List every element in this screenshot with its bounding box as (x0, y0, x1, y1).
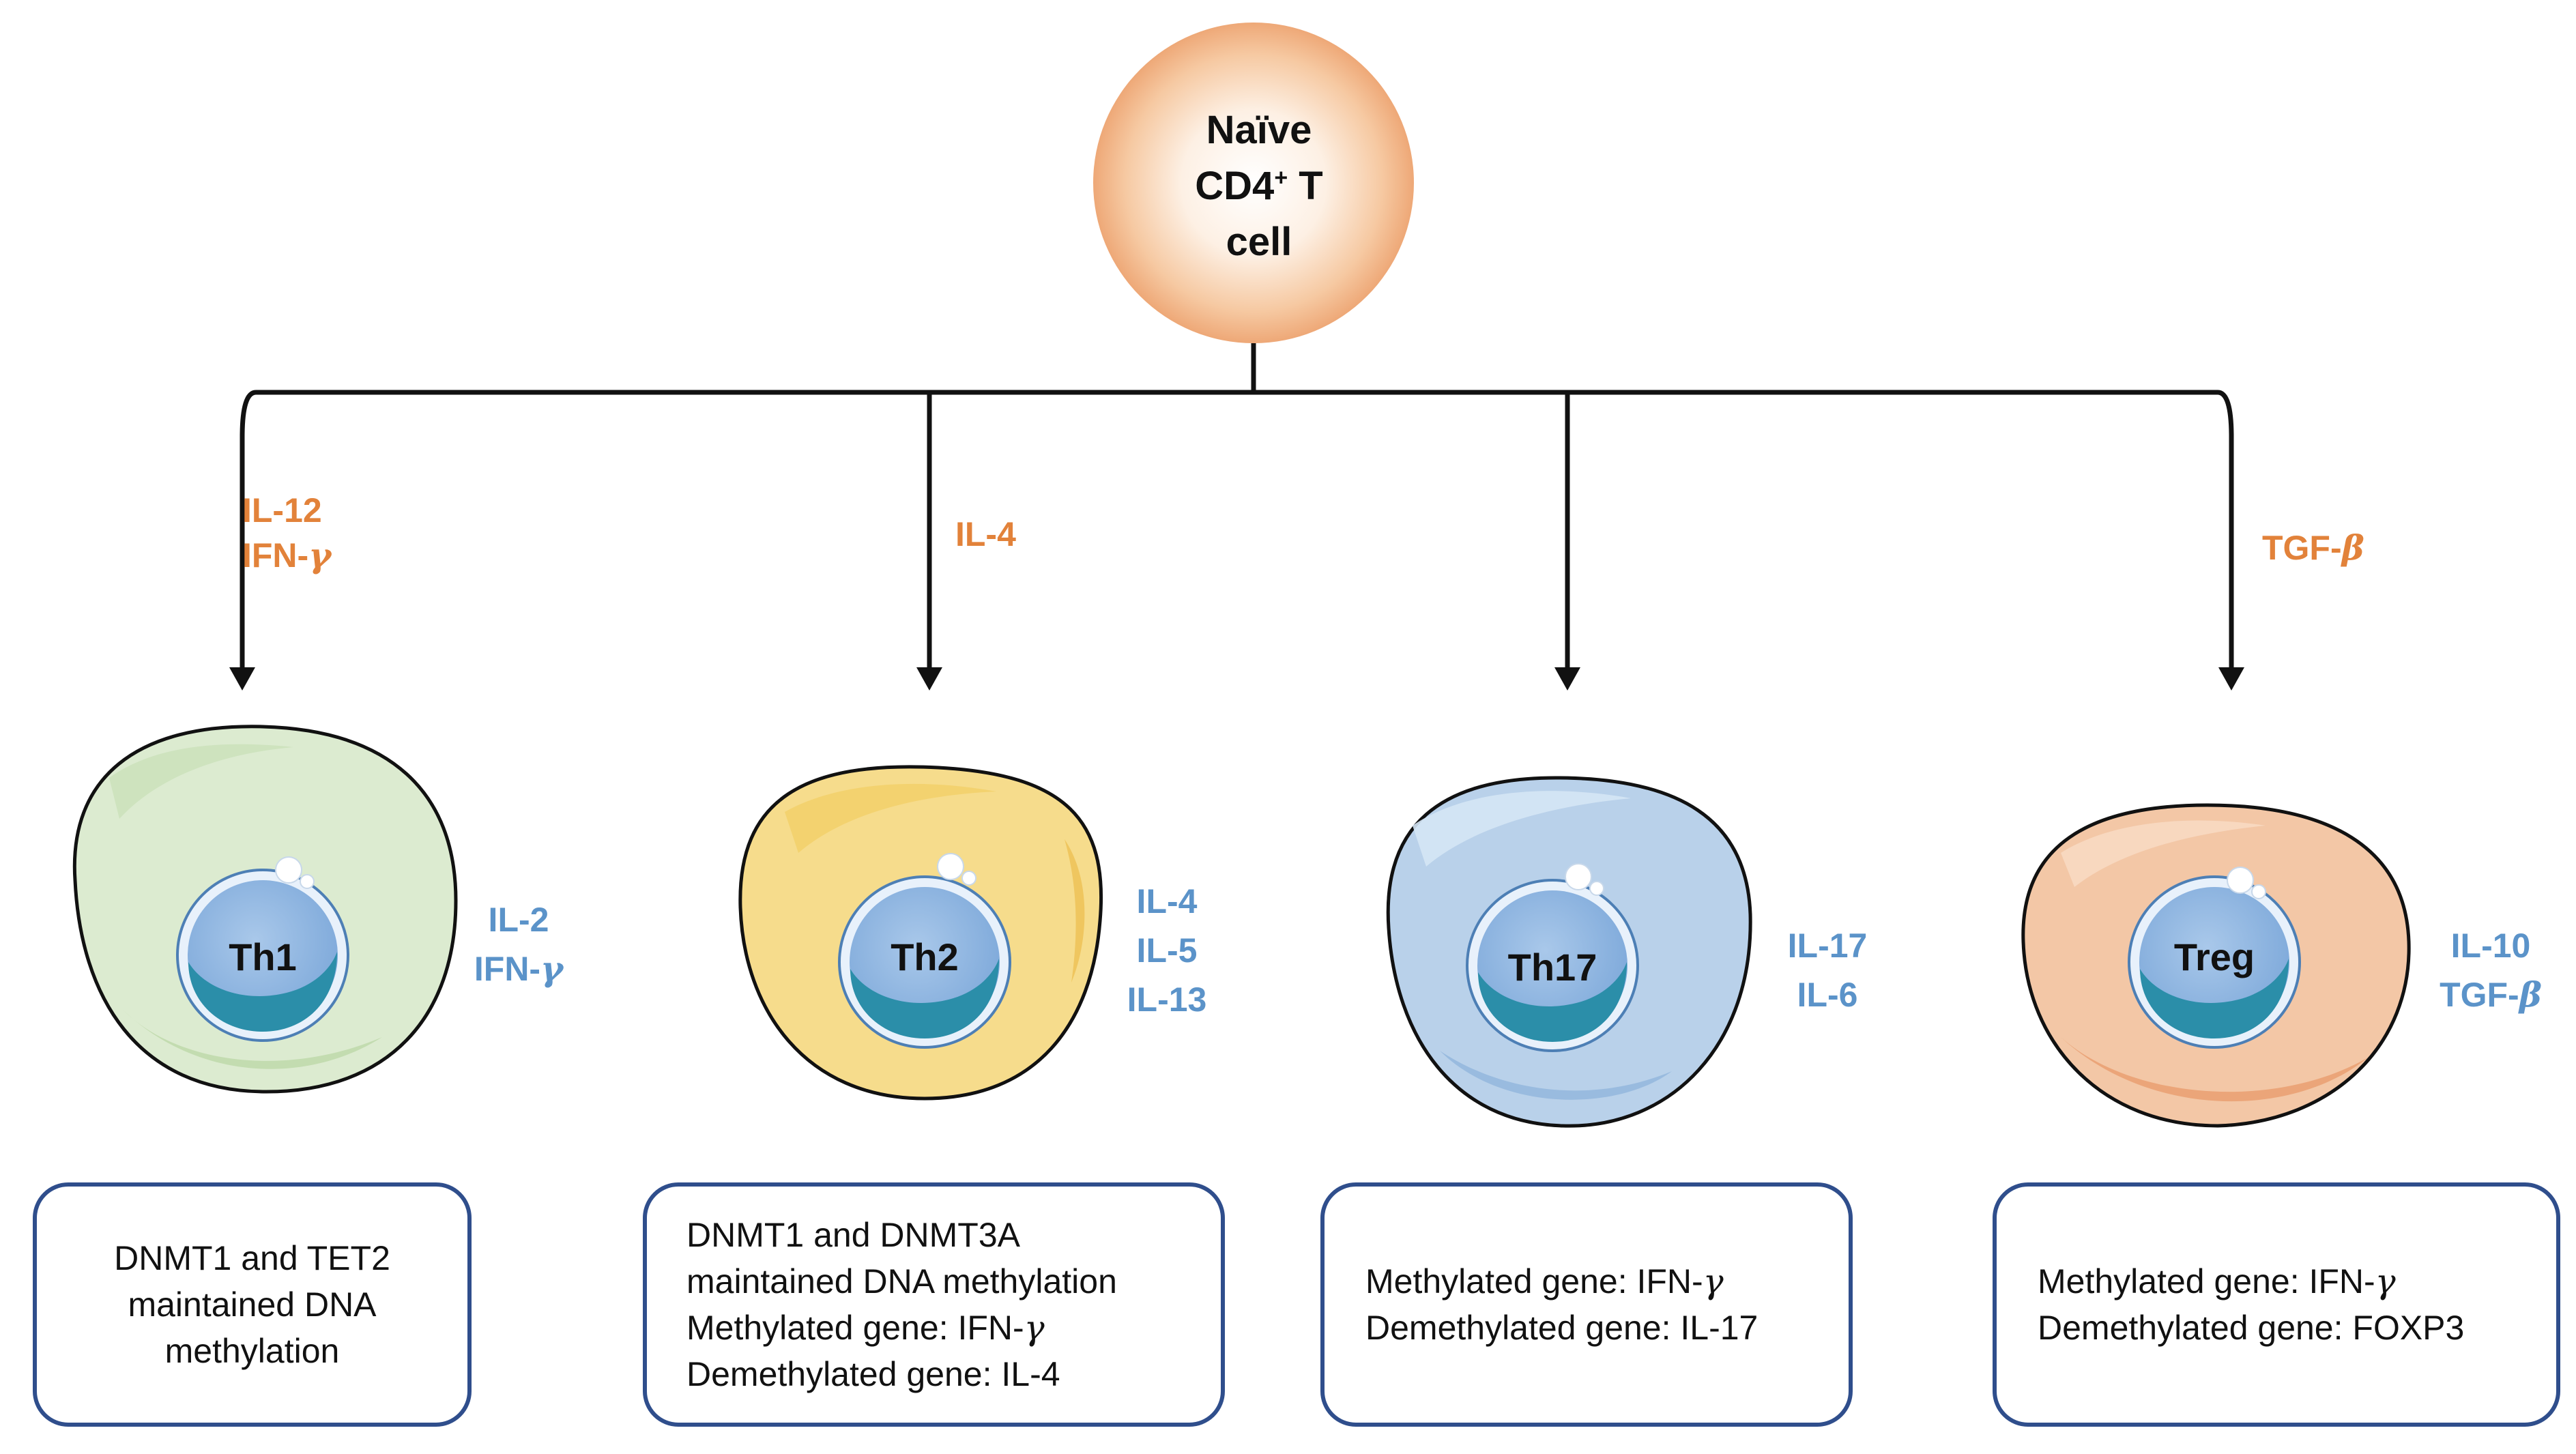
secreted-treg: IL-10 TGF-β (2419, 921, 2562, 1019)
box-th1-line: maintained DNA (128, 1285, 377, 1324)
methylation-box-treg: Methylated gene: IFN-γ Demethylated gene… (1993, 1182, 2560, 1427)
secreted-th1: IL-2 IFN-γ (444, 895, 594, 993)
cell-label-th17: Th17 (1507, 946, 1597, 989)
root-cell-label: Naïve CD4+ T cell (1082, 102, 1436, 270)
nucleus-th17 (1466, 863, 1639, 1052)
cell-label-th1: Th1 (229, 935, 297, 978)
secreted-th17-line: IL-6 (1797, 976, 1858, 1014)
inducer-th2: IL-4 (955, 512, 1016, 557)
secreted-th1-line: IFN-γ (474, 948, 564, 989)
inducer-th2-line: IL-4 (955, 515, 1016, 553)
inducer-treg: TGF-β (2262, 525, 2364, 570)
secreted-th2-line: IL-13 (1127, 980, 1207, 1019)
box-treg-line: Methylated gene: IFN-γ (2038, 1262, 2396, 1301)
secreted-th1-line: IL-2 (488, 901, 549, 939)
secreted-th2: IL-4 IL-5 IL-13 (1099, 877, 1235, 1024)
inducer-treg-line: TGF-β (2262, 527, 2364, 568)
naive-cd4-cell (1093, 23, 1414, 343)
methylation-box-th2: DNMT1 and DNMT3A maintained DNA methylat… (643, 1182, 1225, 1427)
box-th2-line: maintained DNA methylation (686, 1262, 1117, 1300)
box-th2-line: Demethylated gene: IL-4 (686, 1355, 1060, 1393)
arrowhead-treg (2218, 667, 2244, 690)
arrowhead-th2 (916, 667, 942, 690)
secreted-th17: IL-17 IL-6 (1759, 921, 1896, 1019)
secreted-th2-line: IL-4 (1136, 882, 1198, 920)
root-line3: cell (1226, 220, 1292, 264)
branch-connector (240, 343, 2234, 672)
box-th1-line: DNMT1 and TET2 (114, 1239, 390, 1277)
secreted-th2-line: IL-5 (1136, 931, 1198, 970)
methylation-box-th1: DNMT1 and TET2 maintained DNA methylatio… (33, 1182, 472, 1427)
root-line2-main: CD4 (1195, 164, 1275, 208)
root-line2-sup: + (1274, 164, 1288, 191)
box-th1-line: methylation (164, 1332, 340, 1370)
arrowhead-th1 (229, 667, 255, 690)
secreted-treg-line: IL-10 (2450, 927, 2531, 965)
secreted-th17-line: IL-17 (1787, 927, 1868, 965)
methylation-box-th17: Methylated gene: IFN-γ Demethylated gene… (1320, 1182, 1853, 1427)
arrowheads (229, 667, 2244, 690)
root-line2-tail: T (1288, 164, 1323, 208)
box-treg-line: Demethylated gene: FOXP3 (2038, 1309, 2465, 1347)
inducer-th1-line: IFN-γ (242, 535, 332, 575)
root-line1: Naïve (1206, 108, 1312, 152)
inducer-th1: IL-12 IFN-γ (242, 488, 331, 578)
box-th2-line: DNMT1 and DNMT3A (686, 1216, 1020, 1254)
nucleus-treg (2128, 867, 2301, 1049)
box-th17-line: Methylated gene: IFN-γ (1365, 1262, 1724, 1301)
root-line2: CD4+ T (1082, 158, 1436, 214)
cell-label-th2: Th2 (891, 935, 959, 978)
secreted-treg-line: TGF-β (2440, 974, 2542, 1015)
box-th17-line: Demethylated gene: IL-17 (1365, 1309, 1759, 1347)
arrowhead-th17 (1554, 667, 1580, 690)
nucleus-th2 (838, 853, 1011, 1049)
nucleus-th1 (176, 856, 349, 1042)
box-th2-line: Methylated gene: IFN-γ (686, 1308, 1045, 1348)
inducer-th1-line: IL-12 (242, 491, 322, 529)
cell-label-treg: Treg (2173, 935, 2255, 978)
